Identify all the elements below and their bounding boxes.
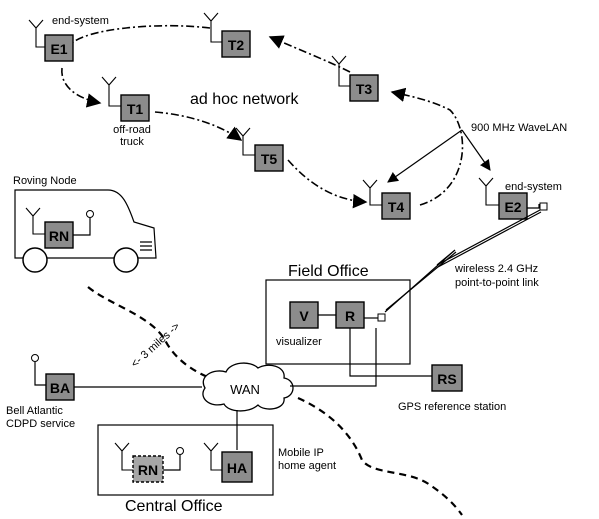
wan-dashed-tail	[297, 396, 463, 516]
label-field-office: Field Office	[288, 263, 369, 280]
label-mobile-ip-line1: Mobile IP	[278, 447, 324, 459]
path-t4-to-t3	[390, 87, 464, 206]
label-gps-station: GPS reference station	[398, 401, 506, 413]
label-wan: WAN	[230, 382, 260, 397]
node-label-t2: T2	[228, 37, 245, 53]
antenna-icon	[331, 55, 350, 87]
truck-wheel-rear	[113, 247, 139, 273]
node-t4: T4	[362, 179, 411, 220]
label-end-system-right: end-system	[505, 181, 562, 193]
node-label-ha: HA	[227, 460, 247, 476]
node-e2: E2	[478, 177, 548, 220]
wavelan-arrow-to-e2	[461, 129, 491, 171]
node-v: V	[289, 301, 319, 329]
wavelan-arrows	[387, 129, 491, 183]
antenna-icon	[362, 179, 382, 206]
antenna-icon	[478, 177, 499, 206]
label-central-office: Central Office	[125, 498, 223, 515]
node-rs: RS	[431, 364, 463, 392]
truck-wheel-front	[22, 247, 48, 273]
node-label-t3: T3	[356, 81, 373, 97]
node-label-rn-home: RN	[138, 462, 158, 478]
node-t5: T5	[235, 127, 284, 172]
path-t5-to-t4	[287, 159, 368, 209]
path-e1-to-t1	[61, 67, 102, 108]
antenna-icon	[203, 12, 222, 43]
label-visualizer: visualizer	[276, 336, 322, 348]
node-t1: T1	[101, 76, 150, 122]
path-t2-to-e1	[69, 24, 211, 46]
node-e1: E1	[28, 19, 74, 62]
central-office-box	[97, 424, 274, 496]
node-ha: HA	[203, 442, 253, 483]
label-end-system-top: end-system	[52, 15, 109, 27]
roving-wan-dashed	[87, 286, 211, 380]
label-ad-hoc-network: ad hoc network	[190, 91, 300, 108]
antenna-icon	[235, 127, 255, 156]
antenna-icon	[28, 19, 45, 48]
label-roving-node: Roving Node	[13, 175, 77, 187]
label-bell-atlantic-line1: Bell Atlantic	[6, 405, 63, 417]
wireless-link-icon	[384, 209, 541, 313]
label-wireless-line2: point-to-point link	[455, 277, 539, 289]
node-label-t4: T4	[388, 199, 405, 215]
node-label-e1: E1	[50, 41, 67, 57]
path-t3-to-t2	[268, 35, 351, 73]
node-r: R	[335, 301, 365, 329]
node-label-ba: BA	[50, 380, 70, 396]
node-label-e2: E2	[504, 199, 521, 215]
label-three-miles: <- 3 miles ->	[129, 320, 182, 370]
link-r-wan	[290, 328, 377, 387]
label-bell-atlantic-line2: CDPD service	[6, 418, 75, 430]
node-label-t1: T1	[127, 101, 144, 117]
label-wireless-line1: wireless 2.4 GHz	[454, 263, 538, 275]
label-truck: truck	[120, 136, 144, 148]
antenna-icon	[114, 442, 133, 471]
antenna-icon	[203, 442, 222, 471]
node-label-t5: T5	[261, 151, 278, 167]
label-wavelan: 900 MHz WaveLAN	[471, 122, 567, 134]
wan-cloud: WAN	[202, 362, 294, 412]
node-label-v: V	[299, 308, 309, 324]
label-off-road: off-road	[113, 124, 151, 136]
field-office-box	[265, 279, 411, 365]
label-mobile-ip-line2: home agent	[278, 460, 336, 472]
wan-cloud-icon	[202, 362, 294, 412]
path-t1-to-t5	[154, 111, 243, 141]
antenna-icon	[25, 207, 45, 235]
antenna-icon	[101, 76, 121, 107]
node-ba: BA	[31, 354, 75, 401]
node-label-r: R	[345, 308, 355, 324]
truck-body	[14, 189, 157, 259]
node-t2: T2	[203, 12, 251, 58]
node-label-rs: RS	[437, 371, 456, 387]
ad-hoc-paths	[61, 24, 464, 209]
node-t3: T3	[331, 55, 379, 102]
wavelan-arrow-to-t4	[387, 129, 463, 183]
node-label-rn: RN	[49, 228, 69, 244]
roving-node-truck: RN	[14, 189, 157, 273]
node-rn-home: RN	[114, 442, 184, 483]
